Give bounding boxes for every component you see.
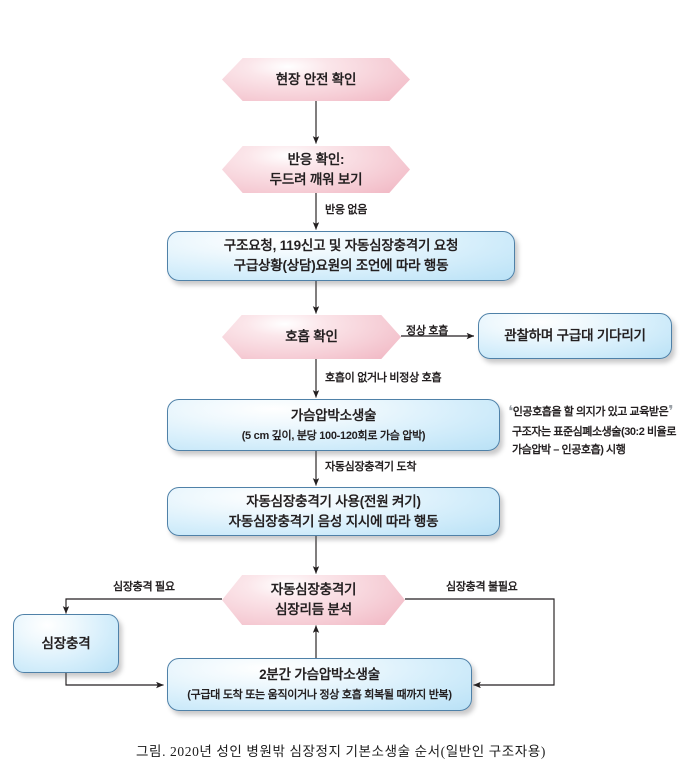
check-response-line2: 두드려 깨워 보기 — [269, 171, 363, 187]
node-check-response-label: 반응 확인: 두드려 깨워 보기 — [222, 146, 410, 193]
node-aed-analyze[interactable]: 자동심장충격기 심장리듬 분석 — [222, 575, 405, 625]
hexagon-shape — [222, 146, 410, 193]
cpr-two-min-line1: 2분간 가슴압박소생술 — [259, 667, 380, 683]
edge-label-shock-not-needed: 심장충격 불필요 — [446, 581, 518, 593]
node-observe-wait[interactable]: 관찰하며 구급대 기다리기 — [478, 313, 672, 359]
annotation-line1-row: ❛인공호흡을 할 의지가 있고 교육받은❜ — [508, 400, 676, 424]
annotation-line2: 구조자는 표준심폐소생술(30:2 비율로 — [512, 426, 677, 439]
edge-label-no-or-abnormal-breathing: 호흡이 없거나 비정상 호흡 — [325, 372, 442, 384]
call-help-line2: 구급상황(상담)요원의 조언에 따라 행동 — [233, 258, 449, 273]
annotation-line1: 인공호흡을 할 의지가 있고 교육받은 — [512, 406, 669, 418]
edge-shock-to-cpr — [65, 673, 164, 689]
scene-safety-text: 현장 안전 확인 — [275, 71, 357, 87]
aed-analyze-line2: 심장리듬 분석 — [275, 602, 352, 617]
figure-caption: 그림. 2020년 성인 병원밖 심장정지 기본소생술 순서(일반인 구조자용) — [136, 744, 546, 759]
edge-analyze-to-cpr-right — [405, 598, 555, 689]
chest-compression-line2: (5 cm 깊이, 분당 100-120회로 가슴 압박) — [241, 429, 426, 442]
edge-label-normal-breathing: 정상 호흡 — [406, 325, 449, 337]
node-scene-safety-label: 현장 안전 확인 — [222, 58, 410, 101]
hexagon-shape — [222, 575, 405, 625]
edge-label-no-response: 반응 없음 — [325, 204, 368, 216]
shock-text: 심장충격 — [41, 635, 91, 651]
hexagon-shape — [222, 315, 401, 359]
cpr-two-min-line2: (구급대 도착 또는 움직이거나 정상 호흡 회복될 때까지 반복) — [187, 689, 452, 702]
annotation-line3: 가슴압박 – 인공호흡) 시행 — [512, 444, 626, 457]
call-help-line1: 구조요청, 119신고 및 자동심장충격기 요청 — [223, 238, 459, 254]
observe-wait-text: 관찰하며 구급대 기다리기 — [504, 328, 646, 344]
edge-label-aed-arrival: 자동심장충격기 도착 — [325, 461, 417, 473]
open-quote-icon: ❛ — [508, 403, 513, 420]
chest-compression-line1: 가슴압박소생술 — [290, 407, 377, 423]
node-chest-compression[interactable]: 가슴압박소생술 (5 cm 깊이, 분당 100-120회로 가슴 압박) — [167, 399, 500, 451]
hexagon-shape — [222, 58, 410, 101]
close-quote-icon: ❜ — [668, 403, 674, 420]
node-check-breathing[interactable]: 호흡 확인 — [222, 315, 401, 359]
node-aed-use[interactable]: 자동심장충격기 사용(전원 켜기) 자동심장충격기 음성 지시에 따라 행동 — [167, 487, 500, 536]
node-scene-safety[interactable]: 현장 안전 확인 — [222, 58, 410, 101]
aed-use-line2: 자동심장충격기 음성 지시에 따라 행동 — [228, 513, 439, 529]
check-response-line1: 반응 확인: — [287, 151, 345, 167]
aed-analyze-line1: 자동심장충격기 — [270, 582, 357, 598]
aed-use-line1: 자동심장충격기 사용(전원 켜기) — [246, 493, 421, 509]
check-breathing-text: 호흡 확인 — [285, 329, 338, 345]
node-call-help[interactable]: 구조요청, 119신고 및 자동심장충격기 요청 구급상황(상담)요원의 조언에… — [167, 231, 515, 281]
edge-analyze-to-shock — [62, 598, 222, 614]
node-check-breathing-label: 호흡 확인 — [222, 315, 401, 359]
node-aed-analyze-label: 자동심장충격기 심장리듬 분석 — [222, 575, 405, 625]
edge-label-shock-needed: 심장충격 필요 — [113, 581, 175, 593]
annotation-rescue-breathing: ❛인공호흡을 할 의지가 있고 교육받은❜ 구조자는 표준심폐소생술(30:2 … — [508, 400, 676, 460]
node-shock[interactable]: 심장충격 — [13, 614, 119, 673]
node-check-response[interactable]: 반응 확인: 두드려 깨워 보기 — [222, 146, 410, 193]
node-cpr-two-min[interactable]: 2분간 가슴압박소생술 (구급대 도착 또는 움직이거나 정상 호흡 회복될 때… — [167, 658, 472, 711]
